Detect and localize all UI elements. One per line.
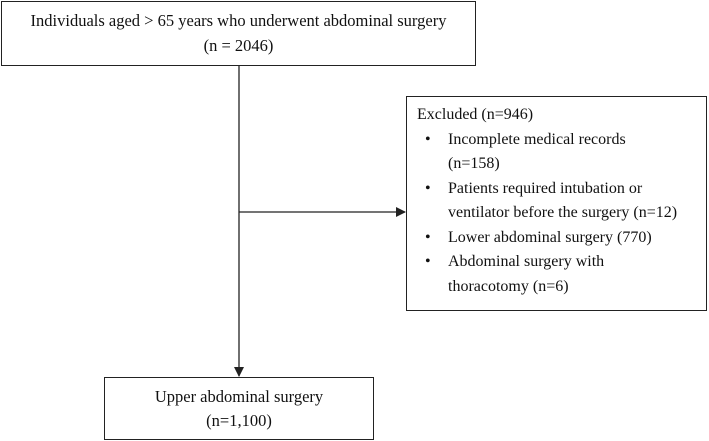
bullet-icon: • [425, 253, 431, 270]
exclusion-item-line2: thoracotomy (n=6) [448, 277, 569, 295]
exclusion-item-line2: (n=158) [448, 155, 500, 172]
exclusion-item: • Incomplete medical records (n=158) [417, 128, 700, 177]
exclusion-list: • Incomplete medical records (n=158) • P… [417, 128, 700, 300]
eligible-population-box: Individuals aged > 65 years who underwen… [1, 1, 476, 66]
exclusion-item: • Patients required intubation or ventil… [417, 177, 700, 226]
bullet-icon: • [425, 179, 431, 197]
exclusion-item-line1: Lower abdominal surgery (770) [448, 228, 652, 246]
eligible-population-count: (n = 2046) [203, 36, 274, 55]
eligible-population-label: Individuals aged > 65 years who underwen… [30, 11, 447, 30]
exclusion-item-line1: Incomplete medical records [448, 130, 626, 148]
exclusion-item: • Abdominal surgery with thoracotomy (n=… [417, 250, 700, 299]
exclusion-item: • Lower abdominal surgery (770) [417, 226, 700, 251]
bullet-icon: • [425, 130, 431, 148]
exclusion-item-line1: Abdominal surgery with [448, 253, 605, 270]
final-cohort-label: Upper abdominal surgery [154, 387, 324, 406]
excluded-title: Excluded (n=946) [417, 106, 534, 123]
final-cohort-count: (n=1,100) [206, 411, 272, 430]
final-cohort-box: Upper abdominal surgery (n=1,100) [104, 377, 374, 440]
excluded-box: Excluded (n=946) • Incomplete medical re… [406, 96, 707, 311]
exclusion-item-line1: Patients required intubation or [448, 179, 643, 197]
exclusion-item-line2: ventilator before the surgery (n=12) [448, 204, 678, 221]
bullet-icon: • [425, 228, 431, 246]
